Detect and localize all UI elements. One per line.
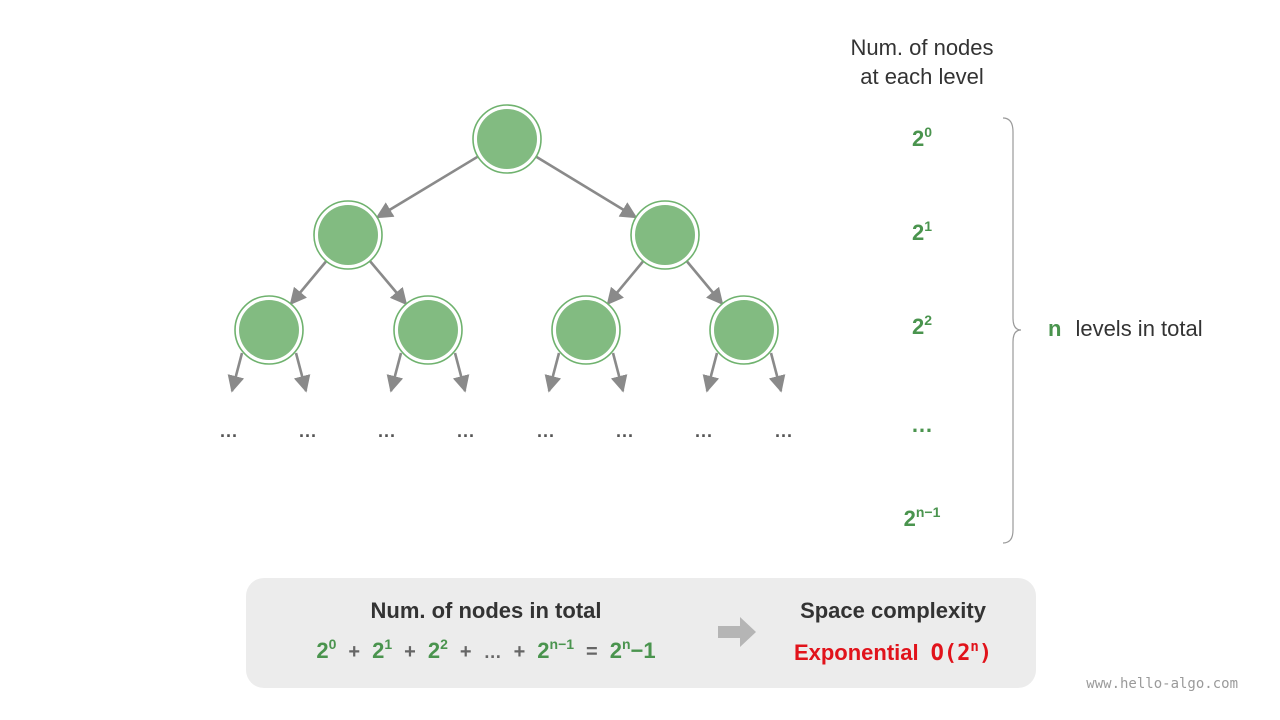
level-2-exp: 2 [924,312,933,328]
tree-edge [368,259,408,306]
complexity-prefix: O(2 [930,641,971,666]
complexity-exp: n [970,639,979,655]
leaf-stub-edge [610,352,628,393]
level-brace [1002,117,1022,544]
plus-4: + [513,641,526,663]
header-line-2: at each level [860,64,984,89]
tree-edge [685,259,724,306]
tree-node [477,109,537,169]
result-exp: n [621,636,631,652]
level-count-2: 22 [862,312,982,340]
leaf-stub-edge [544,352,562,393]
level-2-base: 2 [911,314,925,339]
leaf-stub-edge [386,352,404,393]
result-tail: −1 [630,638,656,663]
term-0-base: 2 [316,638,329,663]
tree-node [556,300,616,360]
leaf-stub-edge [227,352,245,393]
tree-edge [534,155,638,219]
plus-3: + [459,641,472,663]
tree-node [239,300,299,360]
tree-edge [606,259,645,306]
term-1-base: 2 [372,638,385,663]
leaf-ellipsis: ... [456,421,475,441]
level-count-last: 2n−1 [862,504,982,532]
binary-tree-diagram [227,104,1022,544]
level-count-1: 21 [862,218,982,246]
level-0-exp: 0 [924,124,933,140]
tree-edges [227,154,786,393]
watermark: www.hello-algo.com [1086,676,1238,692]
tree-node [318,205,378,265]
leaf-ellipsis: ... [298,421,317,441]
leaf-ellipsis: ... [774,421,793,441]
level-last-exp: n−1 [915,504,941,520]
leaf-stub-edge [702,352,720,393]
tree-node [398,300,458,360]
leaf-ellipsis: ... [377,421,396,441]
term-last-base: 2 [537,638,550,663]
plus-1: + [348,641,361,663]
equals-sign: = [586,641,598,663]
leaf-stub-edge [768,352,786,393]
space-complexity-value: Exponential O(2n) [766,640,1020,666]
level-last-base: 2 [903,506,916,531]
n-symbol: n [1048,316,1062,341]
term-2-base: 2 [427,638,441,663]
tree-edge [375,154,480,219]
complexity-notation: O(2n) [930,639,993,666]
leaf-stub-edge [452,352,470,393]
leaf-ellipsis: ... [536,421,555,441]
levels-in-total-label: n levels in total [1048,316,1203,342]
level-1-base: 2 [911,220,925,245]
leaf-ellipsis: ... [219,421,238,441]
right-arrow-icon [718,617,756,647]
term-1-exp: 1 [384,636,393,652]
summary-panel: Num. of nodes in total 20+21+22+…+2n−1=2… [246,578,1036,688]
level-0-base: 2 [911,126,925,151]
tree-nodes [234,104,779,365]
total-nodes-title: Num. of nodes in total [370,598,602,623]
leaf-ellipsis: ... [615,421,634,441]
term-last-exp: n−1 [549,636,575,652]
space-complexity-title: Space complexity [800,598,986,623]
level-count-ellipsis: … [911,412,933,437]
leaf-ellipsis: ... [694,421,713,441]
level-count-0: 20 [862,124,982,152]
formula-ellipsis: … [483,642,502,662]
tree-node [635,205,695,265]
plus-2: + [404,641,416,663]
levels-in-total-text: levels in total [1075,316,1203,341]
total-nodes-formula: 20+21+22+…+2n−1=2n−1 [246,636,726,664]
result-base: 2 [609,638,622,663]
complexity-word: Exponential [793,640,919,665]
tree-node [714,300,774,360]
tree-edge [289,259,328,306]
term-0-exp: 0 [328,636,337,652]
header-line-1: Num. of nodes [850,35,994,60]
level-count-header: Num. of nodes at each level [822,33,1022,91]
level-1-exp: 1 [924,218,933,234]
term-2-exp: 2 [440,636,448,652]
complexity-suffix: ) [978,641,993,666]
leaf-stub-edge [293,352,311,393]
